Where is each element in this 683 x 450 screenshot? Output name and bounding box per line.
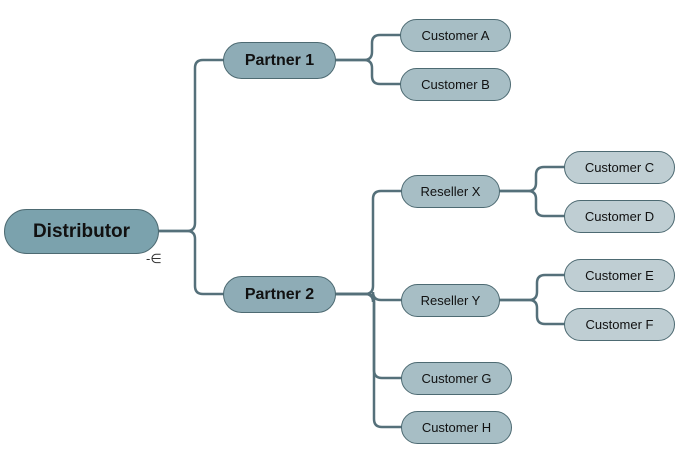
edge-partner-2-customer-g — [335, 292, 402, 380]
node-partner-2[interactable]: Partner 2 — [223, 276, 336, 313]
edge-partner-1-customer-a — [335, 33, 401, 62]
edge-distributor-partner-2 — [158, 229, 224, 296]
node-reseller-x[interactable]: Reseller X — [401, 175, 500, 208]
node-customer-a[interactable]: Customer A — [400, 19, 511, 52]
node-customer-f[interactable]: Customer F — [564, 308, 675, 341]
node-partner-1[interactable]: Partner 1 — [223, 42, 336, 79]
edge-reseller-x-customer-d — [499, 189, 565, 218]
edge-reseller-x-customer-c — [499, 165, 565, 193]
edge-partner-2-reseller-x — [335, 189, 402, 296]
edge-distributor-partner-1 — [158, 58, 224, 233]
node-customer-e[interactable]: Customer E — [564, 259, 675, 292]
node-customer-b[interactable]: Customer B — [400, 68, 511, 101]
edge-reseller-y-customer-f — [499, 298, 565, 326]
edge-partner-2-customer-h — [335, 292, 402, 429]
node-customer-c[interactable]: Customer C — [564, 151, 675, 184]
node-customer-g[interactable]: Customer G — [401, 362, 512, 395]
collapse-toggle-icon[interactable]: -∈ — [146, 251, 162, 266]
node-customer-h[interactable]: Customer H — [401, 411, 512, 444]
edge-reseller-y-customer-e — [499, 273, 565, 302]
node-reseller-y[interactable]: Reseller Y — [401, 284, 500, 317]
edge-partner-1-customer-b — [335, 58, 401, 86]
node-distributor[interactable]: Distributor — [4, 209, 159, 254]
node-customer-d[interactable]: Customer D — [564, 200, 675, 233]
